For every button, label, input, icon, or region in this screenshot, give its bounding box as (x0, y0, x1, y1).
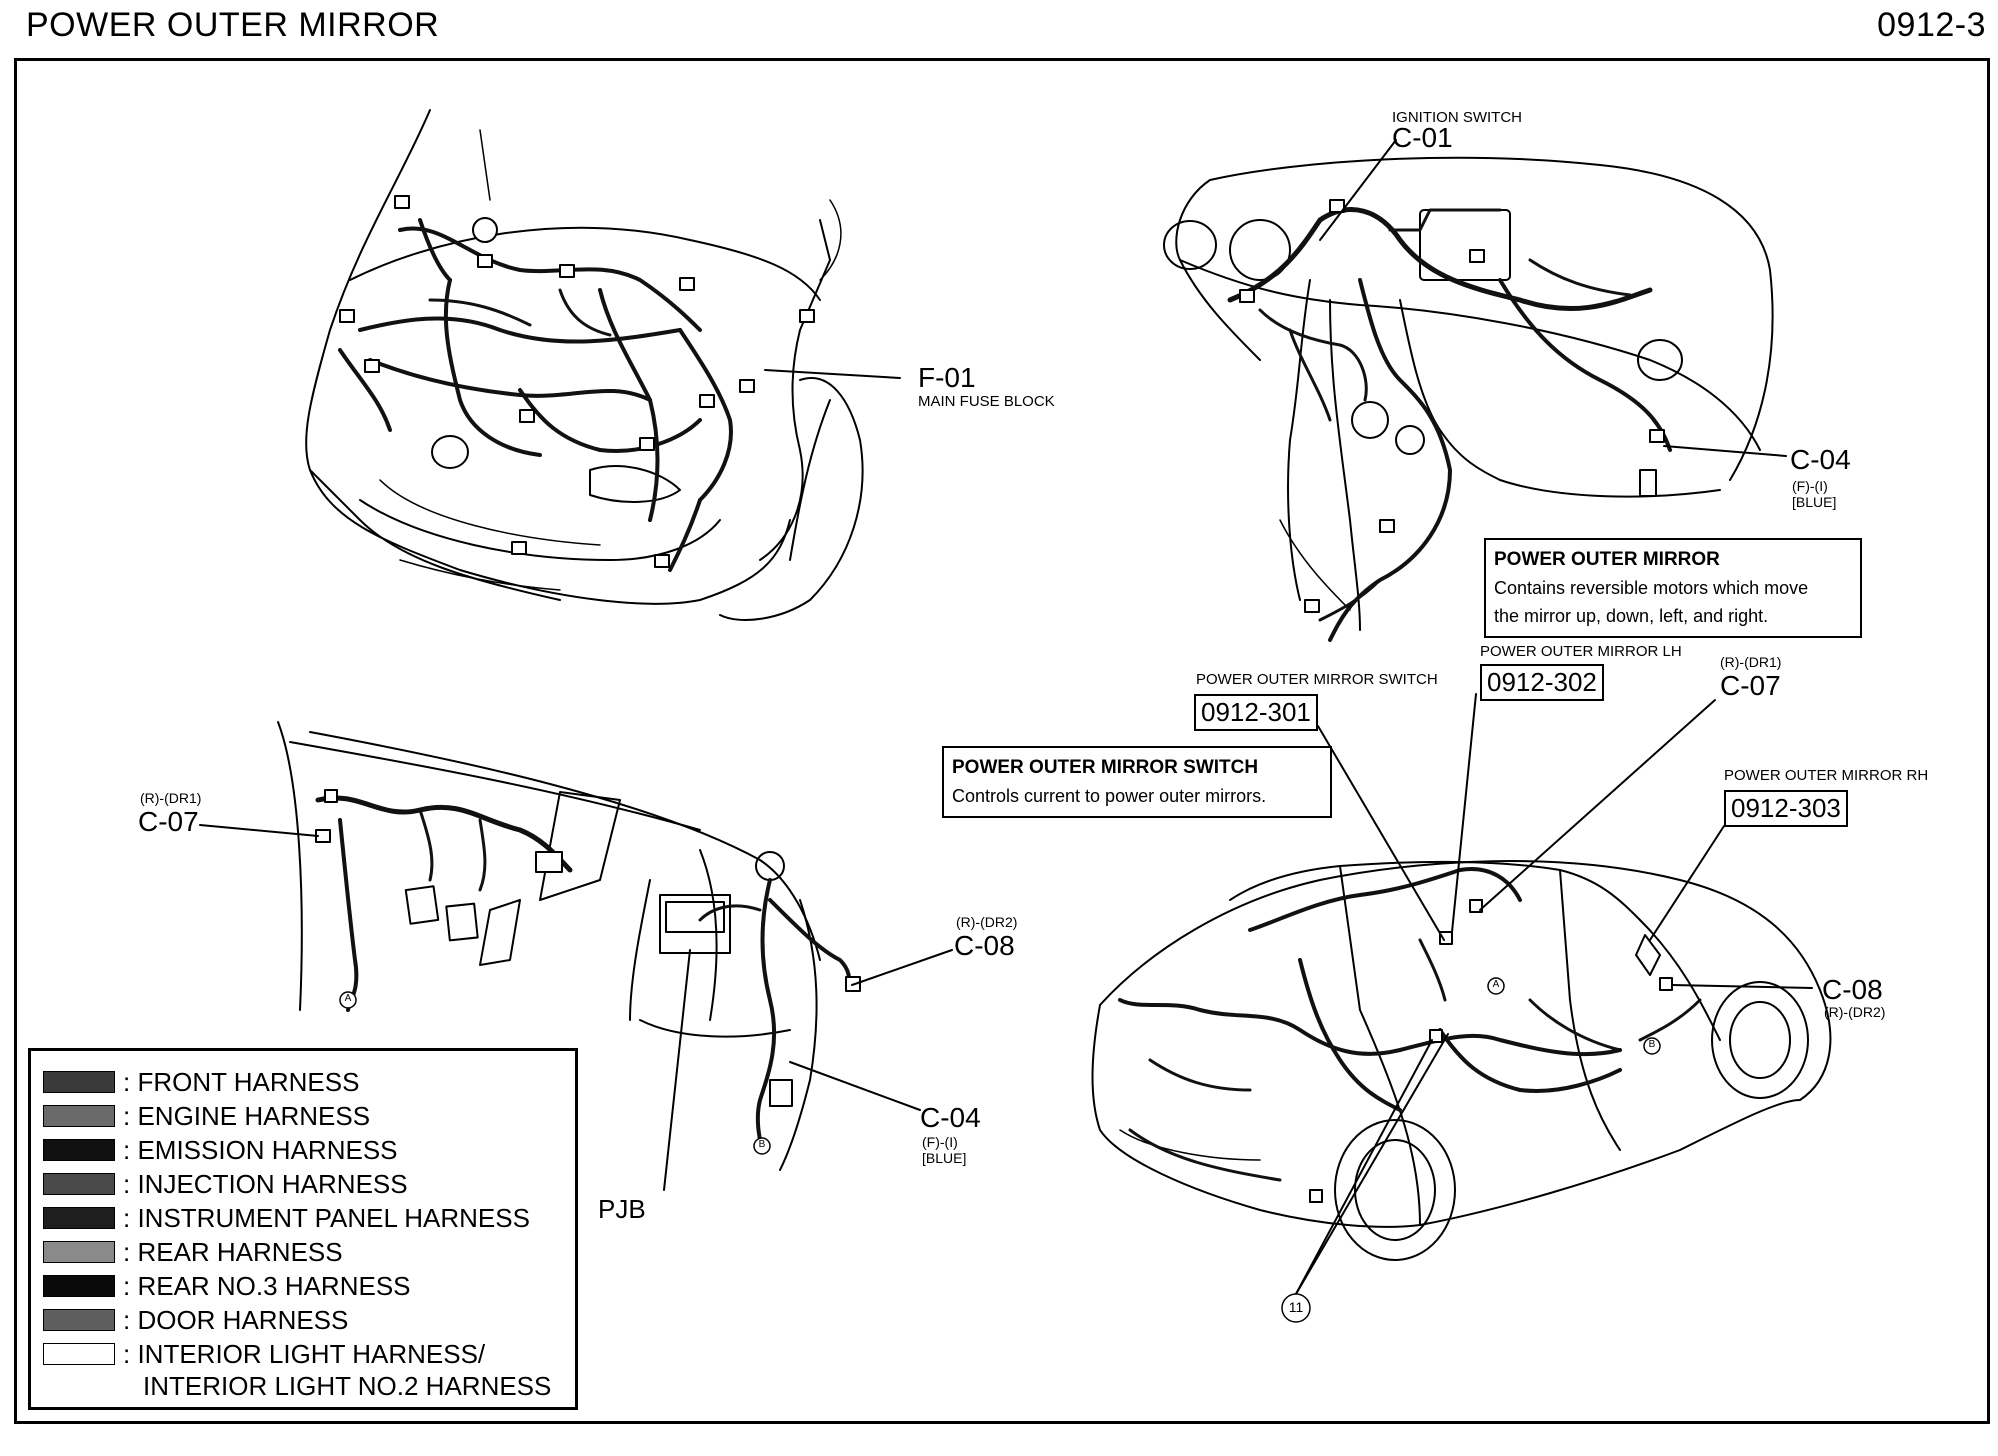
car-body-drawing (1091, 860, 1832, 1261)
door-c07-leader-line (199, 824, 319, 837)
legend-item: : ENGINE HARNESS (43, 1099, 575, 1133)
mirror-switch-ref[interactable]: 0912-301 (1194, 694, 1318, 731)
dash-c04-color: [BLUE] (1792, 494, 1837, 510)
legend-swatch (43, 1071, 115, 1093)
legend-swatch (43, 1241, 115, 1263)
legend-label: : DOOR HARNESS (123, 1304, 349, 1335)
c01-leader-line (1319, 139, 1397, 241)
legend-label: : FRONT HARNESS (123, 1066, 360, 1097)
dash-c04-code: C-04 (1790, 444, 1851, 475)
legend-continuation: INTERIOR LIGHT NO.2 HARNESS (143, 1371, 552, 1401)
mirror-rh-ref[interactable]: 0912-303 (1724, 790, 1848, 827)
engine-harness-routing (338, 218, 733, 572)
car-connectors (1309, 899, 1673, 1203)
legend-swatch (43, 1207, 115, 1229)
engine-connectors (339, 195, 815, 568)
door-marker-a: A (344, 993, 352, 1004)
mirror-switch-note: POWER OUTER MIRROR SWITCH Controls curre… (942, 746, 1332, 818)
car-marker-circles (1281, 977, 1661, 1323)
mirror-note-line1: Contains reversible motors which move (1494, 578, 1809, 598)
legend-item: : REAR HARNESS (43, 1235, 575, 1269)
legend-label: : EMISSION HARNESS (123, 1134, 398, 1165)
door-c08-position: (R)-(DR2) (956, 914, 1018, 930)
door-c04-leader-line (789, 1061, 921, 1111)
legend-label: : REAR NO.3 HARNESS (123, 1270, 411, 1301)
legend-swatch (43, 1275, 115, 1297)
legend-label: : INSTRUMENT PANEL HARNESS (123, 1202, 530, 1233)
legend-item: : FRONT HARNESS (43, 1065, 575, 1099)
legend-swatch (43, 1105, 115, 1127)
pjb-leader-line (663, 949, 691, 1191)
car-harness-routing (1118, 867, 1702, 1182)
door-c04-position: (F)-(I) (922, 1134, 958, 1150)
door-marker-b: B (758, 1139, 766, 1150)
car-c07-position: (R)-(DR1) (1720, 654, 1782, 670)
door-c08-code: C-08 (954, 930, 1015, 961)
door-c04-code: C-04 (920, 1102, 981, 1133)
dash-c04-leader-line (1663, 445, 1787, 457)
legend-item: : EMISSION HARNESS (43, 1133, 575, 1167)
dashboard-connectors (1239, 199, 1665, 613)
door-c04-color: [BLUE] (922, 1150, 967, 1166)
legend-swatch (43, 1173, 115, 1195)
legend-item: : REAR NO.3 HARNESS (43, 1269, 575, 1303)
mirror-switch-name: POWER OUTER MIRROR SWITCH (1196, 671, 1438, 688)
switch-note-line1: Controls current to power outer mirrors. (952, 786, 1267, 806)
legend-label: : ENGINE HARNESS (123, 1100, 371, 1131)
ignition-switch-label: IGNITION SWITCH (1392, 109, 1522, 126)
switch-note-title: POWER OUTER MIRROR SWITCH (952, 757, 1259, 778)
legend-label: : INTERIOR LIGHT HARNESS/ (123, 1338, 486, 1369)
door-c08-leader-line (851, 949, 953, 986)
car-c07-code: C-07 (1720, 670, 1781, 701)
legend-item: : DOOR HARNESS (43, 1303, 575, 1337)
diagram-frame (14, 58, 1990, 1424)
page-number: 0912-3 (1877, 6, 1986, 44)
marker-11: 11 (1288, 1299, 1304, 1315)
door-c07-position: (R)-(DR1) (140, 790, 202, 806)
door-c07-code: C-07 (138, 806, 199, 837)
mirror-note-title: POWER OUTER MIRROR (1494, 549, 1720, 570)
legend-swatch (43, 1309, 115, 1331)
f01-name: MAIN FUSE BLOCK (918, 393, 1055, 410)
dash-c04-position: (F)-(I) (1792, 478, 1828, 494)
door-panel-drawing (277, 721, 821, 1171)
mirror-lh-name: POWER OUTER MIRROR LH (1480, 643, 1682, 660)
car-c08-code: C-08 (1822, 974, 1883, 1005)
legend-item: : INTERIOR LIGHT HARNESS/ (43, 1337, 575, 1371)
power-outer-mirror-note: POWER OUTER MIRROR Contains reversible m… (1484, 538, 1862, 638)
mirror-rh-name: POWER OUTER MIRROR RH (1724, 767, 1929, 784)
mirror-lh-ref[interactable]: 0912-302 (1480, 664, 1604, 701)
mirror-note-line2: the mirror up, down, left, and right. (1494, 606, 1769, 626)
page-title: POWER OUTER MIRROR (26, 6, 440, 44)
instrument-panel-harness-routing (1227, 207, 1672, 642)
car-c08-position: (R)-(DR2) (1824, 1004, 1886, 1020)
door-marker-circles (339, 991, 771, 1155)
legend-swatch (43, 1139, 115, 1161)
f01-leader-line (764, 369, 901, 379)
car-leader-lines (1295, 693, 1813, 1295)
c01-code: C-01 (1392, 122, 1453, 153)
pjb-label: PJB (598, 1194, 646, 1224)
car-marker-b: B (1648, 1039, 1656, 1050)
legend-rows: : FRONT HARNESS: ENGINE HARNESS: EMISSIO… (43, 1065, 575, 1371)
legend-item: : INJECTION HARNESS (43, 1167, 575, 1201)
legend-swatch (43, 1343, 115, 1365)
legend-item: : INSTRUMENT PANEL HARNESS (43, 1201, 575, 1235)
car-marker-a: A (1492, 979, 1500, 990)
legend-label: : INJECTION HARNESS (123, 1168, 408, 1199)
legend-label: : REAR HARNESS (123, 1236, 343, 1267)
engine-bay-drawing (305, 109, 864, 621)
f01-code: F-01 (918, 362, 976, 393)
harness-legend: : FRONT HARNESS: ENGINE HARNESS: EMISSIO… (28, 1048, 578, 1410)
